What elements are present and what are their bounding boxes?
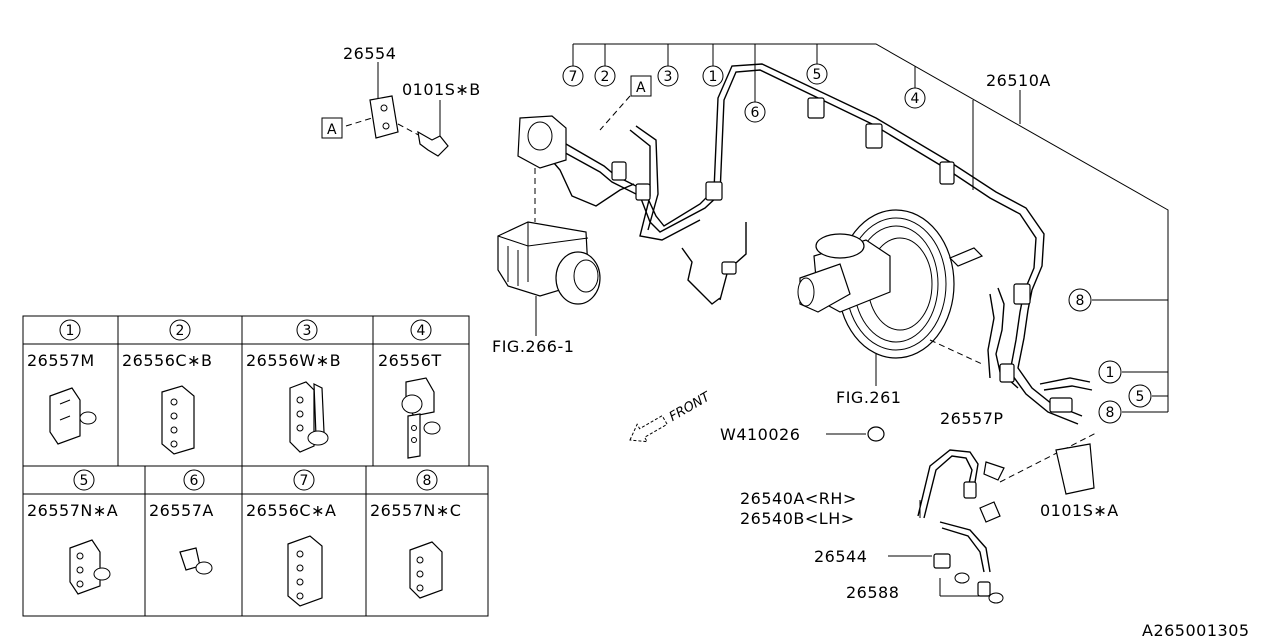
clip-26557n-a-icon xyxy=(69,539,111,595)
pipe-clips xyxy=(611,97,1073,413)
label-26544: 26544 xyxy=(814,547,867,566)
callout-1-top: 1 xyxy=(702,65,724,87)
front-arrow-icon: FRONT xyxy=(629,389,714,443)
svg-text:6: 6 xyxy=(751,105,760,121)
svg-text:8: 8 xyxy=(1076,293,1085,309)
svg-text:8: 8 xyxy=(423,473,432,489)
svg-text:7: 7 xyxy=(569,69,578,85)
clip-part-26557a: 26557A xyxy=(149,501,214,520)
clip-part-26557m: 26557M xyxy=(27,351,95,370)
clip-part-26557n-a: 26557N∗A xyxy=(27,501,118,520)
clip-part-26557n-c: 26557N∗C xyxy=(370,501,461,520)
front-label: FRONT xyxy=(667,389,714,425)
svg-text:1: 1 xyxy=(66,323,75,339)
svg-text:2: 2 xyxy=(176,323,185,339)
clip-table: 1 26557M 2 26556C∗B 3 26556W∗B 4 26556T … xyxy=(22,315,489,617)
svg-text:6: 6 xyxy=(190,473,199,489)
svg-text:5: 5 xyxy=(1136,389,1145,405)
svg-text:5: 5 xyxy=(813,67,822,83)
grommet-icon xyxy=(867,426,885,442)
svg-text:1: 1 xyxy=(1106,365,1115,381)
ref-mark-a-left: A xyxy=(321,117,343,139)
ref-mark-a-right: A xyxy=(599,75,652,131)
label-0101s-b: 0101S∗B xyxy=(402,80,481,99)
table-cell-1: 1 26557M xyxy=(27,319,95,370)
clip-26556c-a-icon xyxy=(287,535,323,607)
label-26510a: 26510A xyxy=(986,71,1051,90)
callout-6: 6 xyxy=(744,101,766,123)
label-26540b: 26540B<LH> xyxy=(740,509,855,528)
callout-3: 3 xyxy=(657,65,679,87)
svg-text:A: A xyxy=(327,122,337,138)
brake-booster xyxy=(797,209,984,386)
callout-8-upper: 8 xyxy=(1068,288,1092,312)
svg-text:2: 2 xyxy=(601,69,610,85)
callout-5-right: 5 xyxy=(1128,384,1152,408)
table-cell-4: 4 26556T xyxy=(378,319,442,370)
svg-text:4: 4 xyxy=(911,91,920,107)
table-cell-8: 8 26557N∗C xyxy=(370,469,461,520)
callout-4: 4 xyxy=(904,87,926,109)
clip-26557n-c-icon xyxy=(409,541,443,599)
callout-8-lower: 8 xyxy=(1098,400,1122,424)
svg-text:3: 3 xyxy=(664,69,673,85)
callout-2: 2 xyxy=(594,65,616,87)
label-26554: 26554 xyxy=(343,44,396,63)
label-fig-261: FIG.261 xyxy=(836,388,901,407)
clip-part-26556t: 26556T xyxy=(378,351,442,370)
clip-26557m-icon xyxy=(49,387,97,445)
brake-hose xyxy=(888,431,1099,604)
label-26540a: 26540A<RH> xyxy=(740,489,857,508)
callout-7: 7 xyxy=(562,65,584,87)
label-0101s-a: 0101S∗A xyxy=(1040,501,1119,520)
clip-26556t-icon xyxy=(401,377,441,459)
table-cell-6: 6 26557A xyxy=(149,469,214,520)
callouts: 7 2 3 1 6 5 4 8 1 5 8 xyxy=(562,63,1152,424)
table-cell-3: 3 26556W∗B xyxy=(246,319,341,370)
clip-26556c-b-icon xyxy=(161,385,195,455)
callout-5-top: 5 xyxy=(806,63,828,85)
table-cell-7: 7 26556C∗A xyxy=(246,469,336,520)
diagram-id: A265001305 xyxy=(1142,621,1250,640)
svg-text:5: 5 xyxy=(80,473,89,489)
label-fig-266-1: FIG.266-1 xyxy=(492,337,574,356)
clip-26557a-icon xyxy=(179,547,213,575)
bracket-26554 xyxy=(345,62,449,157)
part-labels: 26554 0101S∗B 26510A FIG.266-1 FIG.261 W… xyxy=(343,44,1250,640)
table-cell-2: 2 26556C∗B xyxy=(122,319,212,370)
label-w410026: W410026 xyxy=(720,425,800,444)
label-26557p: 26557P xyxy=(940,409,1004,428)
label-26588: 26588 xyxy=(846,583,899,602)
svg-text:7: 7 xyxy=(300,473,309,489)
svg-text:4: 4 xyxy=(417,323,426,339)
leader-tree xyxy=(572,43,1169,413)
table-cell-5: 5 26557N∗A xyxy=(27,469,118,520)
svg-text:A: A xyxy=(636,80,646,96)
clip-26556w-b-icon xyxy=(289,381,329,453)
svg-text:8: 8 xyxy=(1106,405,1115,421)
callout-1-right: 1 xyxy=(1098,360,1122,384)
abs-hydraulic-unit xyxy=(497,115,601,336)
clip-part-26556c-b: 26556C∗B xyxy=(122,351,212,370)
clip-part-26556c-a: 26556C∗A xyxy=(246,501,336,520)
svg-text:3: 3 xyxy=(303,323,312,339)
svg-text:1: 1 xyxy=(709,69,718,85)
clip-part-26556w-b: 26556W∗B xyxy=(246,351,341,370)
